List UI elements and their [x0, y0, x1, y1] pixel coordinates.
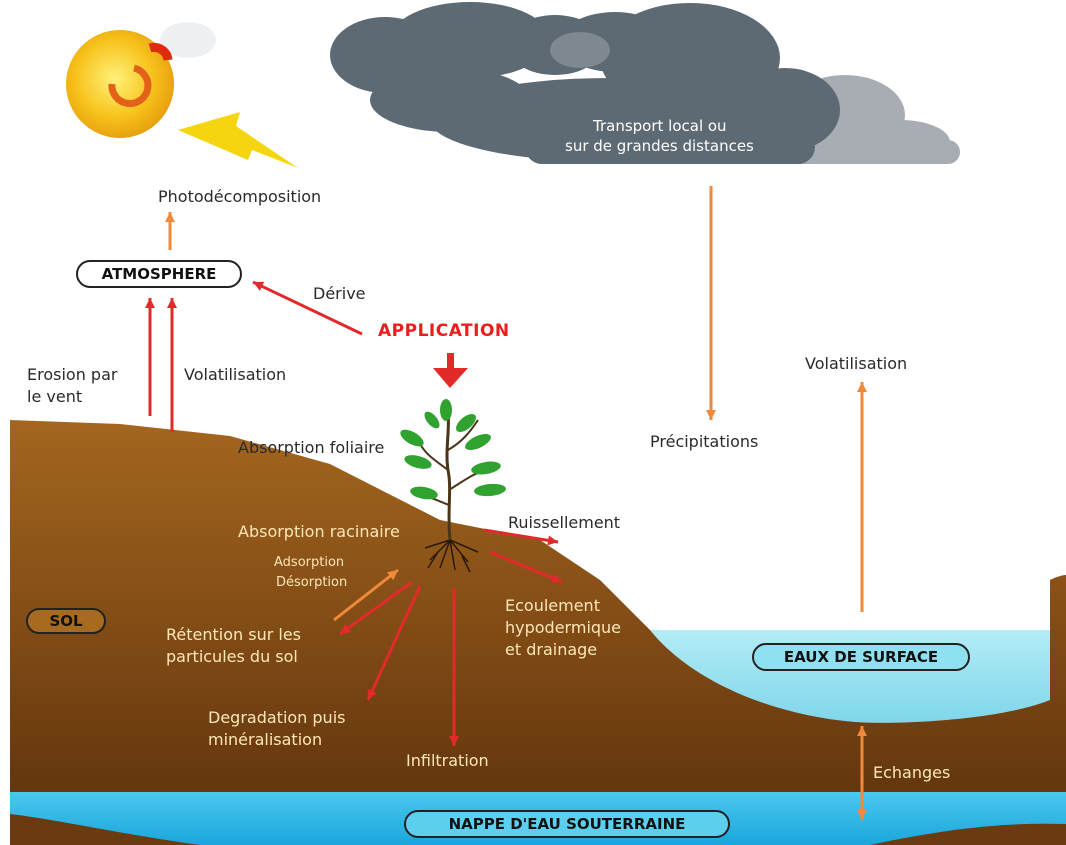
plant-icon	[400, 399, 506, 573]
application-label: APPLICATION	[378, 321, 510, 341]
arrow-derive	[252, 280, 363, 336]
volatilisation-right-label: Volatilisation	[805, 354, 908, 373]
arrow-volatilisation-right	[857, 382, 867, 612]
ruissellement-label: Ruissellement	[508, 513, 621, 532]
volatilisation-left-label: Volatilisation	[184, 365, 287, 384]
arrow-adsorption	[333, 568, 399, 622]
transport-label-line2: sur de grandes distances	[565, 137, 754, 155]
degradation-label-line2: minéralisation	[208, 730, 323, 749]
erosion-label-line2: le vent	[27, 387, 83, 406]
arrow-volatilisation-left	[167, 298, 177, 432]
derive-label: Dérive	[313, 284, 366, 303]
adsorption-label: Adsorption	[274, 555, 345, 570]
atmosphere-badge: ATMOSPHERE	[76, 260, 242, 288]
ecoulement-label-line2: hypodermique	[505, 618, 622, 637]
degradation-label-line1: Degradation puis	[208, 708, 346, 727]
absorption-foliaire-label: Absorption foliaire	[238, 438, 385, 457]
arrow-photodecomposition	[165, 212, 175, 250]
precipitations-label: Précipitations	[650, 432, 759, 451]
infiltration-label: Infiltration	[406, 751, 489, 770]
photodecomposition-label: Photodécomposition	[158, 187, 322, 206]
erosion-label-line1: Erosion par	[27, 365, 118, 384]
arrow-echanges-down	[857, 780, 867, 820]
ecoulement-label-line3: et drainage	[505, 640, 598, 659]
arrow-erosion	[145, 298, 155, 416]
absorption-racinaire-label: Absorption racinaire	[238, 522, 400, 541]
arrow-ruissellement	[483, 528, 559, 546]
sol-badge: SOL	[26, 608, 106, 634]
eaux-de-surface-badge: EAUX DE SURFACE	[752, 643, 970, 671]
transport-label-line1: Transport local ou	[593, 117, 727, 135]
sun-icon	[66, 22, 216, 138]
retention-label-line1: Rétention sur les	[166, 625, 301, 644]
arrow-degradation	[366, 585, 422, 701]
soil-layer	[10, 420, 1066, 845]
desorption-label: Désorption	[276, 575, 348, 590]
arrow-infiltration	[449, 588, 459, 746]
echanges-label: Echanges	[873, 763, 951, 782]
lightning-icon	[178, 112, 298, 168]
cloud-icon	[330, 2, 960, 164]
arrows	[145, 186, 867, 820]
arrow-ecoulement	[489, 550, 563, 584]
down-arrow-icon	[433, 353, 468, 388]
nappe-badge: NAPPE D'EAU SOUTERRAINE	[404, 810, 730, 838]
arrow-retention	[339, 580, 413, 636]
ecoulement-label-line1: Ecoulement	[505, 596, 600, 615]
retention-label-line2: particules du sol	[166, 647, 298, 666]
arrow-precipitations	[706, 186, 716, 420]
